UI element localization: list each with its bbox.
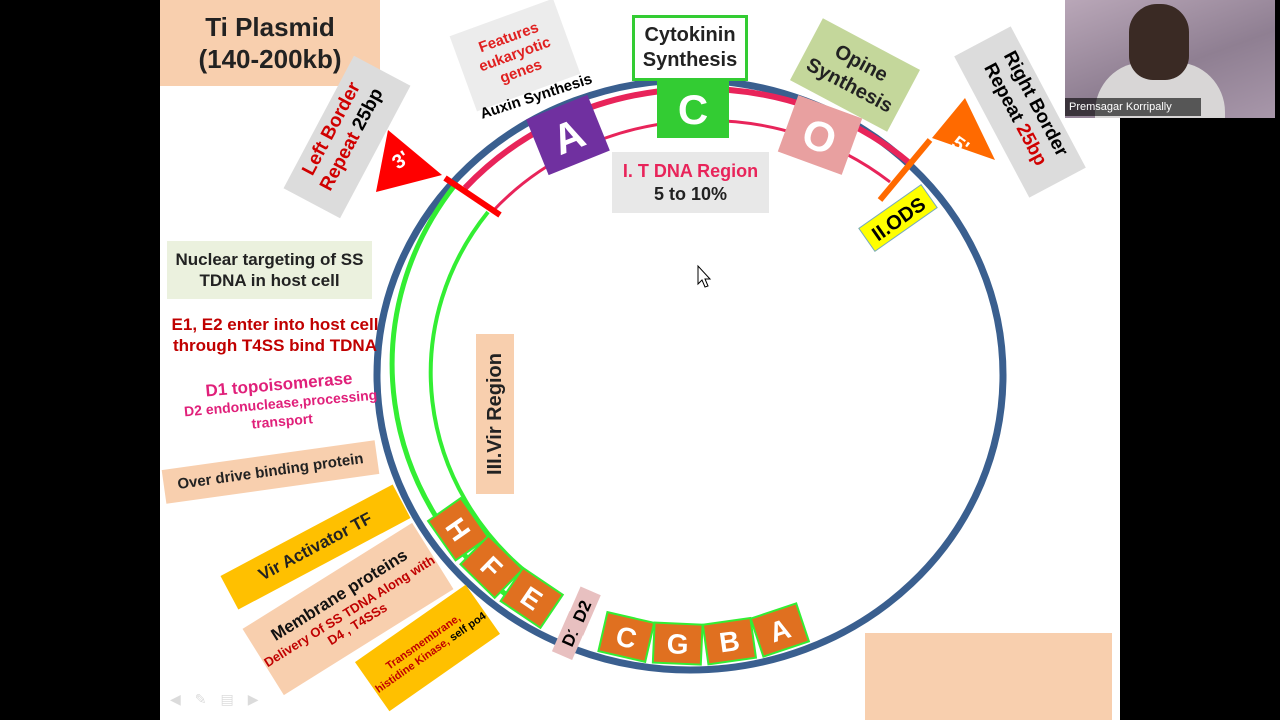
mouse-cursor-icon	[697, 264, 712, 288]
tdna-gene-c: C	[657, 78, 729, 138]
tdna-region-label: I. T DNA Region 5 to 10%	[612, 152, 769, 213]
title-line-1: Ti Plasmid	[205, 11, 335, 42]
tdna-gene-a: A	[526, 94, 610, 176]
cytokinin-synthesis-label: Cytokinin Synthesis	[632, 15, 748, 81]
vir-gene-g: G	[651, 621, 704, 666]
presenter-head	[1129, 4, 1189, 80]
vir-gene-label: B	[717, 625, 741, 659]
vir-gene-c: C	[597, 610, 656, 664]
vir-region-outline-inner	[428, 210, 532, 577]
empty-peach-box	[865, 633, 1112, 720]
slide-navigation[interactable]: ◀ ✎ ▤ ▶	[170, 692, 259, 708]
ods-marker: II.ODS	[858, 184, 938, 252]
presenter-name: Premsagar Korripally	[1065, 98, 1201, 116]
left-border-flag: 3'	[376, 130, 502, 218]
prev-slide-icon[interactable]: ◀	[170, 692, 181, 708]
vir-gene-f: F	[459, 534, 525, 600]
vir-gene-label: G	[666, 628, 689, 660]
slide-title: Ti Plasmid (140-200kb)	[160, 0, 380, 86]
vir-gene-a: A	[749, 602, 811, 658]
title-line-2: (140-200kb)	[198, 44, 342, 74]
vir-region-label: III.Vir Region	[476, 334, 514, 494]
tdna-gene-c-label: C	[678, 86, 708, 133]
vir-gene-h: H	[426, 496, 490, 562]
vir-gene-b: B	[701, 616, 758, 666]
vir-gene-d2: D2	[563, 586, 601, 636]
right-border-flag: 5'	[877, 98, 995, 202]
tdna-gene-o: O	[777, 95, 863, 175]
webcam-overlay: Premsagar Korripally	[1065, 0, 1275, 118]
slides-menu-icon[interactable]: ▤	[220, 692, 234, 708]
next-slide-icon[interactable]: ▶	[247, 692, 259, 708]
vir-gene-e: E	[499, 566, 565, 630]
pen-icon[interactable]: ✎	[194, 692, 207, 708]
e1-e2-label: E1, E2 enter into host cell through T4SS…	[171, 314, 379, 355]
nuclear-targeting-label: Nuclear targeting of SS TDNA in host cel…	[167, 241, 372, 299]
